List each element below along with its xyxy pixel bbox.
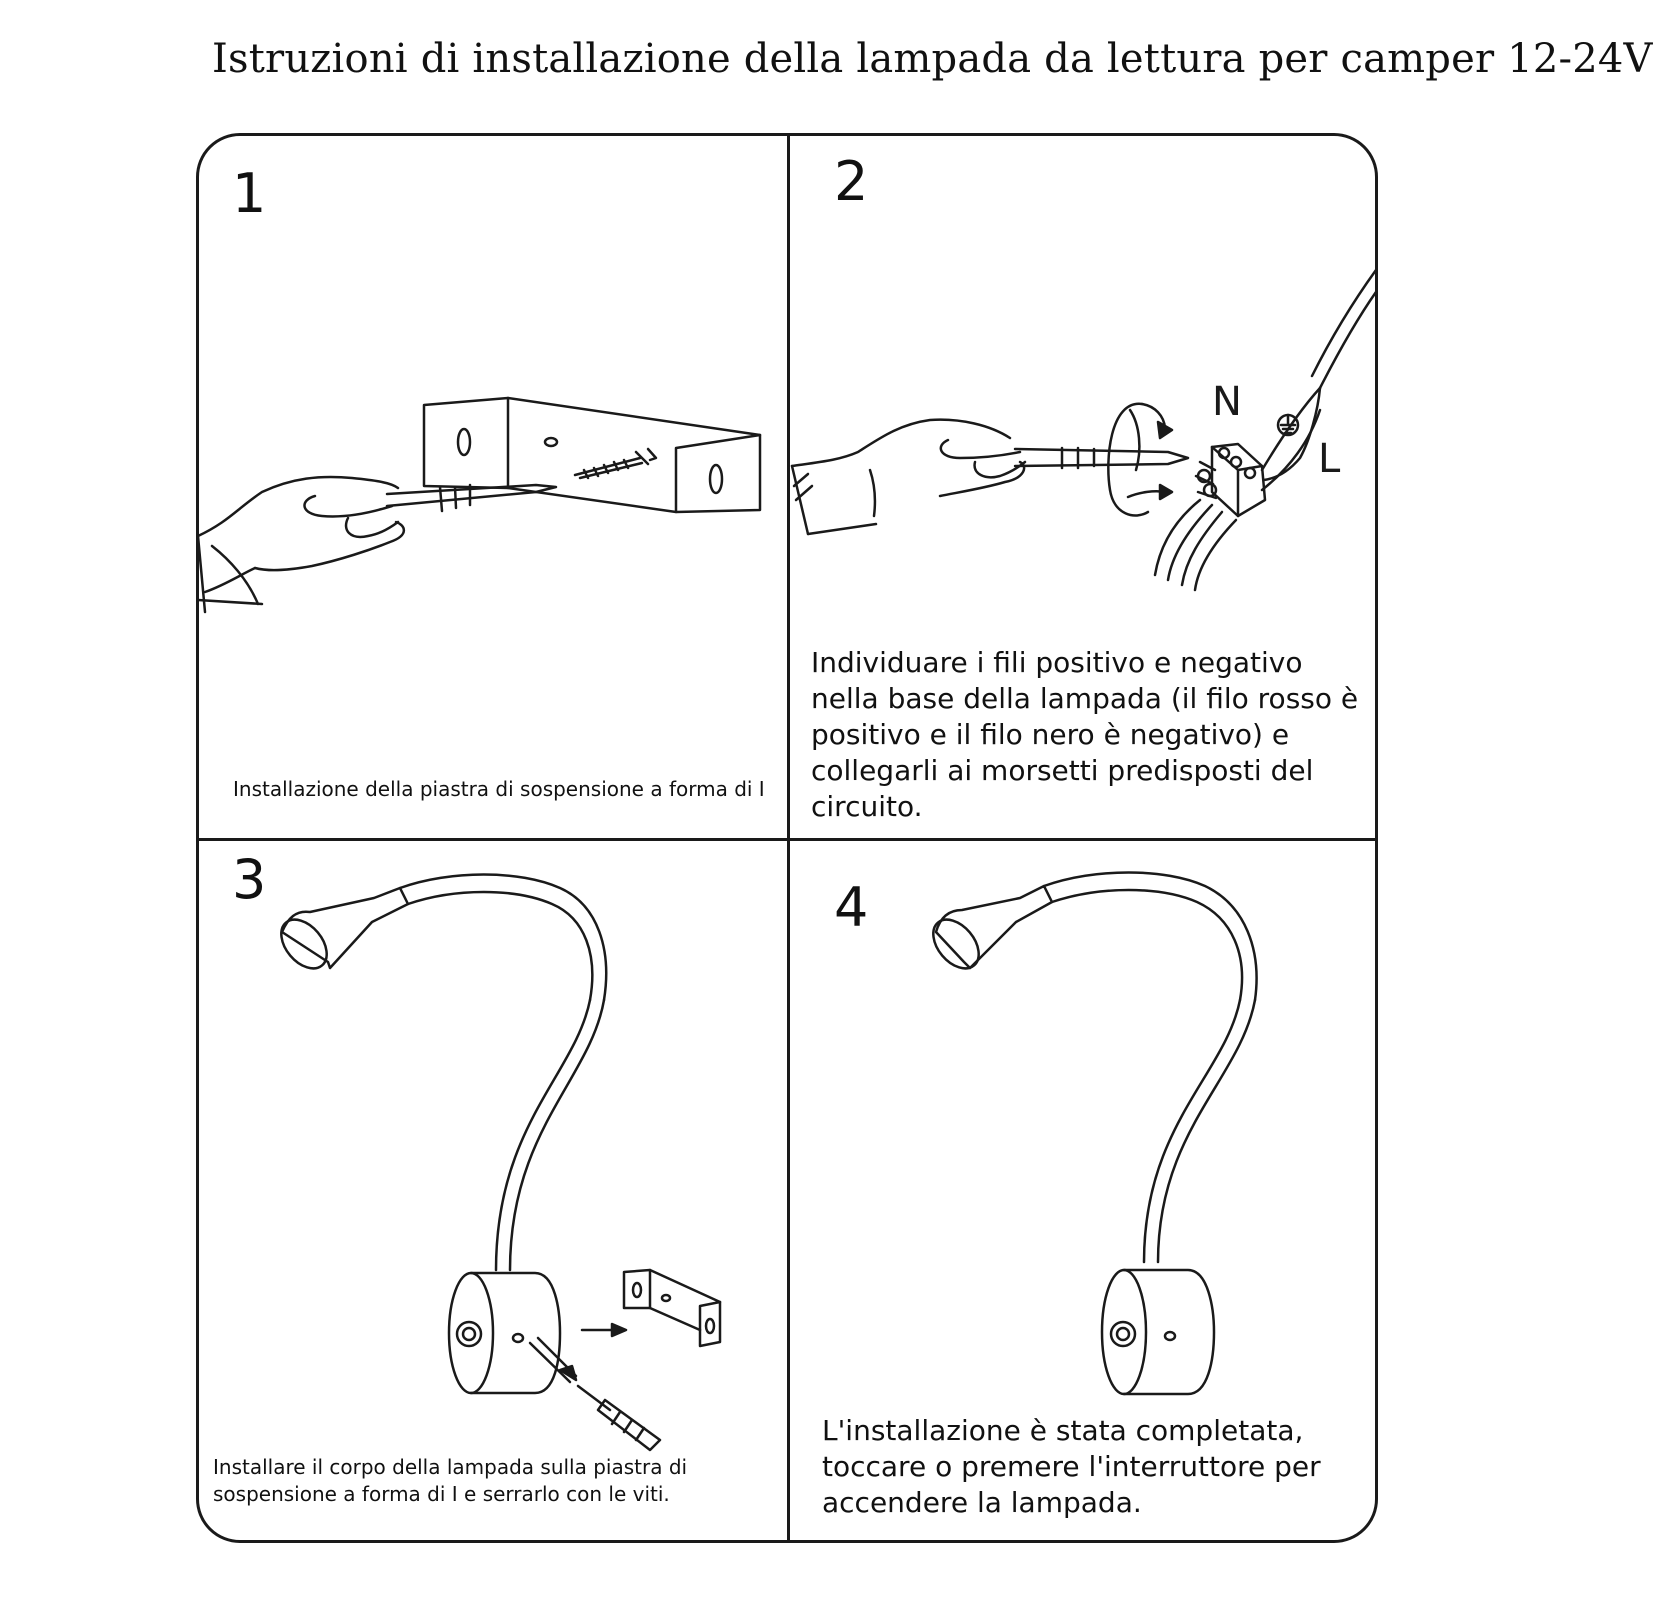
screwdriver-icon xyxy=(576,1384,662,1452)
screw-icon xyxy=(573,447,658,480)
panel-divider-horizontal xyxy=(196,838,1378,841)
screw-icon xyxy=(528,1336,578,1384)
step-4-caption: L'installazione è stata completata, tocc… xyxy=(822,1414,1321,1519)
wire-label-neutral: N xyxy=(1212,379,1242,425)
hand-icon xyxy=(790,418,1027,536)
page-title: Istruzioni di installazione della lampad… xyxy=(212,36,1653,82)
ground-symbol-icon xyxy=(1276,413,1300,437)
i-bracket-icon xyxy=(622,1268,722,1348)
step-1-caption: Installazione della piastra di sospensio… xyxy=(233,777,765,801)
step-4-number: 4 xyxy=(834,876,869,939)
installation-illustrations: N L xyxy=(196,268,1378,1452)
step-1-number: 1 xyxy=(232,162,267,225)
wire-bundle xyxy=(1153,268,1378,592)
terminal-block-icon xyxy=(1194,442,1267,518)
step-2-number: 2 xyxy=(834,150,869,213)
wire-label-live: L xyxy=(1318,436,1341,482)
i-bracket-icon xyxy=(422,396,762,514)
step-2-caption: Individuare i fili positivo e negativo n… xyxy=(811,646,1359,823)
reading-lamp-icon xyxy=(932,871,1258,1396)
screwdriver-icon xyxy=(385,483,558,513)
step-3-number: 3 xyxy=(232,848,267,911)
hand-icon xyxy=(196,475,406,614)
reading-lamp-icon xyxy=(280,873,608,1395)
rotate-arrow-icon xyxy=(1107,402,1174,517)
step-3-caption: Installare il corpo della lampada sulla … xyxy=(213,1455,688,1506)
screwdriver-icon xyxy=(1013,446,1190,470)
arrow-right-icon xyxy=(580,1322,628,1338)
